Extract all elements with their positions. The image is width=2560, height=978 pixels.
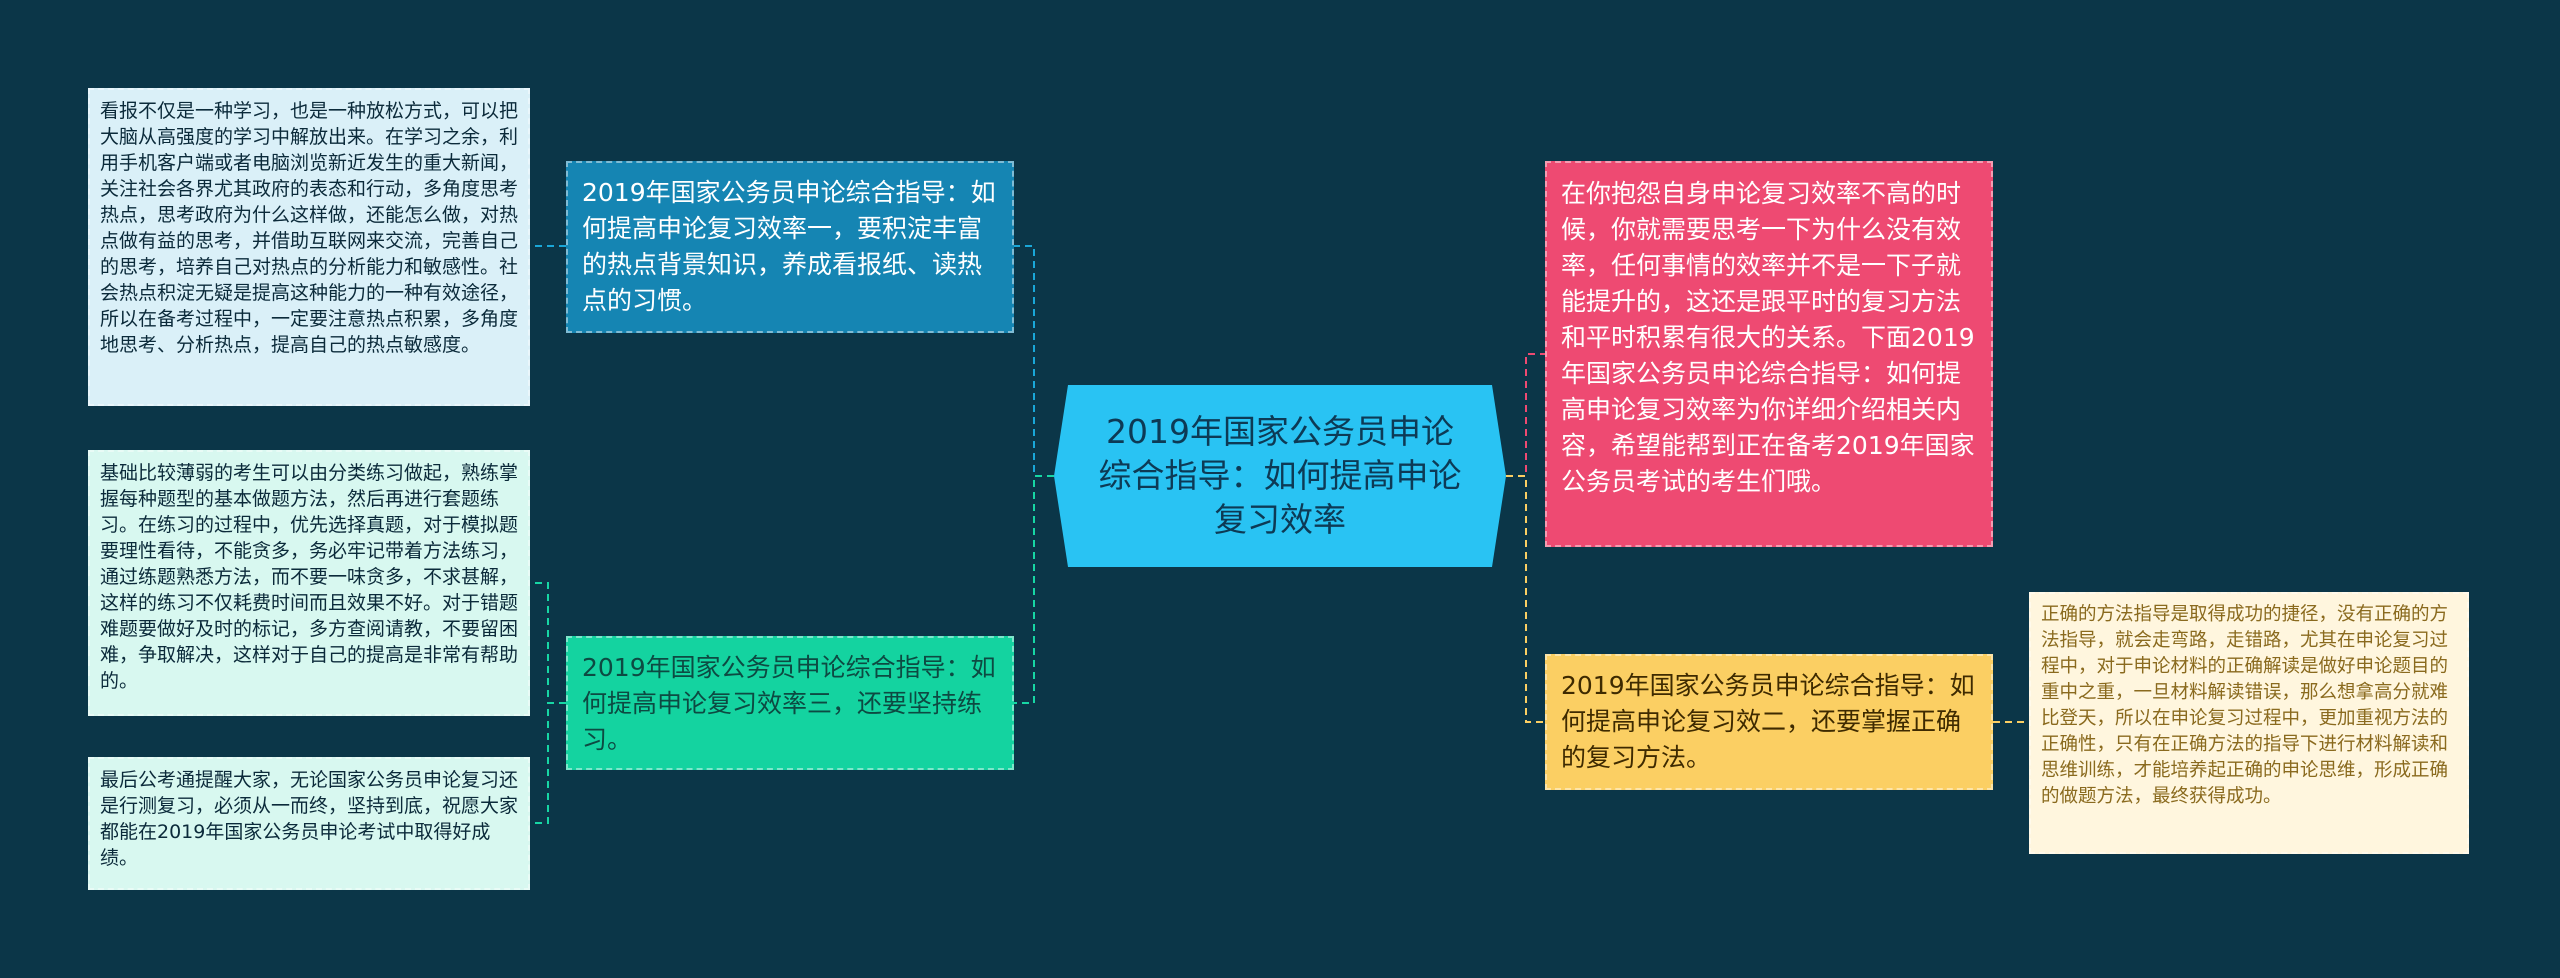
root-topic[interactable]: 2019年国家公务员申论综合指导：如何提高申论复习效率 (1054, 385, 1506, 567)
branch-efficiency-three[interactable]: 2019年国家公务员申论综合指导：如何提高申论复习效率三，还要坚持练习。 (566, 636, 1014, 770)
branch-efficiency-one[interactable]: 2019年国家公务员申论综合指导：如何提高申论复习效率一，要积淀丰富的热点背景知… (566, 161, 1014, 333)
branch-efficiency-two[interactable]: 2019年国家公务员申论综合指导：如何提高申论复习效二，还要掌握正确的复习方法。 (1545, 654, 1993, 790)
connector-root-b4 (1506, 353, 1545, 477)
connector-b3-l2 (530, 582, 566, 704)
connector-root-b1 (1014, 245, 1054, 477)
connector-root-b2 (1506, 475, 1545, 723)
leaf-practice-detail[interactable]: 基础比较薄弱的考生可以由分类练习做起，熟练掌握每种题型的基本做题方法，然后再进行… (88, 450, 530, 716)
branch-introduction[interactable]: 在你抱怨自身申论复习效率不高的时候，你就需要思考一下为什么没有效率，任何事情的效… (1545, 161, 1993, 547)
leaf-method-detail[interactable]: 正确的方法指导是取得成功的捷径，没有正确的方法指导，就会走弯路，走错路，尤其在申… (2029, 592, 2469, 854)
leaf-closing-reminder[interactable]: 最后公考通提醒大家，无论国家公务员申论复习还是行测复习，必须从一而终，坚持到底，… (88, 757, 530, 890)
connector-root-b3 (1014, 475, 1054, 704)
connector-b3-l3 (530, 702, 566, 824)
leaf-hot-topics-detail[interactable]: 看报不仅是一种学习，也是一种放松方式，可以把大脑从高强度的学习中解放出来。在学习… (88, 88, 530, 406)
